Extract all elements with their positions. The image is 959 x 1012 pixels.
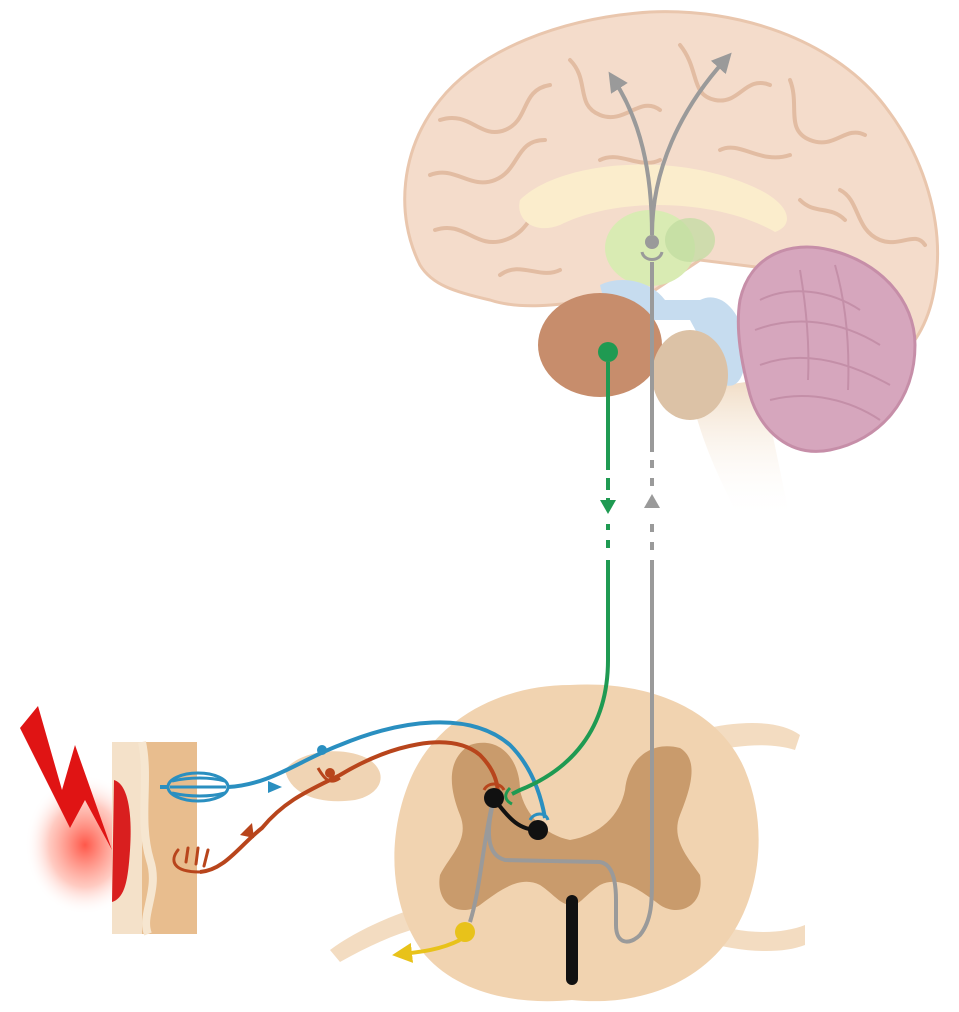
nociceptive-fiber-arrow bbox=[240, 823, 254, 838]
anterior-median-fissure bbox=[566, 895, 578, 985]
touch-fiber-arrow bbox=[268, 781, 282, 793]
ascending-arrow bbox=[644, 494, 660, 508]
interneuron-2 bbox=[528, 820, 548, 840]
brain bbox=[405, 12, 938, 520]
descending-source-neuron bbox=[598, 342, 618, 362]
pons bbox=[652, 330, 728, 420]
thalamic-relay-neuron bbox=[645, 235, 659, 249]
skin-section bbox=[20, 706, 228, 934]
nociceptive-ganglion-cell bbox=[325, 768, 335, 778]
hypothalamus bbox=[538, 293, 662, 397]
spinal-cord-section bbox=[285, 684, 805, 1001]
interneuron-1 bbox=[484, 788, 504, 808]
touch-ganglion-cell bbox=[317, 745, 327, 755]
descending-arrow bbox=[600, 500, 616, 514]
